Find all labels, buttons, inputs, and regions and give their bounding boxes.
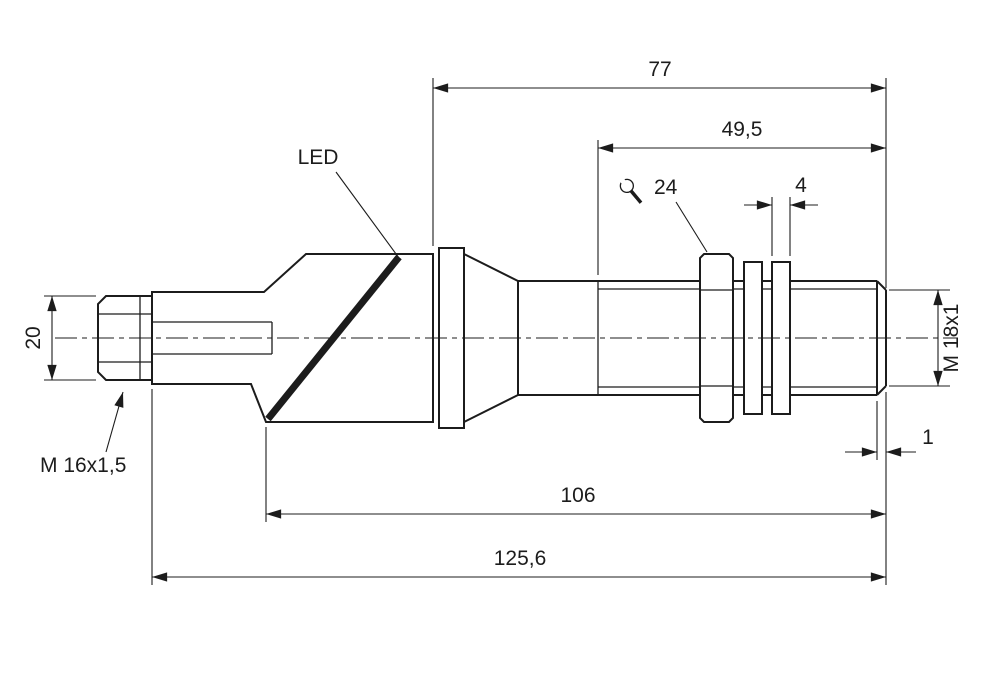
dimension-49-5: 49,5 bbox=[597, 118, 886, 275]
dim-77-value: 77 bbox=[648, 58, 671, 81]
mounting-flange bbox=[438, 247, 465, 429]
led-label: LED bbox=[298, 146, 400, 259]
dimension-m18: M 18x1 bbox=[889, 289, 963, 387]
dimension-20: 20 bbox=[22, 295, 96, 381]
dimension-1: 1 bbox=[845, 392, 934, 585]
cone-transition bbox=[463, 253, 519, 423]
dim-125-6-value: 125,6 bbox=[494, 547, 547, 570]
thread-root-lines bbox=[598, 288, 877, 388]
led-window-band bbox=[265, 254, 402, 422]
lock-rings bbox=[743, 261, 791, 415]
wrench-size-value: 24 bbox=[654, 176, 678, 199]
connector-thread-value: M 16x1,5 bbox=[40, 454, 126, 477]
dimension-125-6: 125,6 bbox=[151, 389, 886, 585]
threaded-barrel bbox=[518, 280, 877, 396]
dim-49-5-value: 49,5 bbox=[722, 118, 763, 141]
wrench-icon bbox=[619, 177, 643, 204]
wrench-size-callout: 24 bbox=[619, 176, 708, 253]
dimension-77: 77 bbox=[432, 58, 887, 288]
rear-housing bbox=[151, 253, 434, 423]
sensor-tip bbox=[876, 280, 887, 396]
sensor-outline bbox=[97, 247, 887, 429]
dimension-4: 4 bbox=[744, 174, 818, 256]
dim-4-value: 4 bbox=[795, 174, 807, 197]
dim-20-value: 20 bbox=[22, 326, 45, 349]
dimension-106: 106 bbox=[265, 427, 886, 522]
dim-1-value: 1 bbox=[922, 426, 934, 449]
led-value: LED bbox=[298, 146, 339, 169]
hex-nut bbox=[699, 253, 734, 423]
cable-slot bbox=[152, 321, 273, 355]
dim-106-value: 106 bbox=[560, 484, 595, 507]
connector-hex-nut bbox=[97, 295, 152, 381]
connector-thread-label: M 16x1,5 bbox=[40, 391, 126, 477]
mounting-thread-value: M 18x1 bbox=[940, 304, 963, 373]
